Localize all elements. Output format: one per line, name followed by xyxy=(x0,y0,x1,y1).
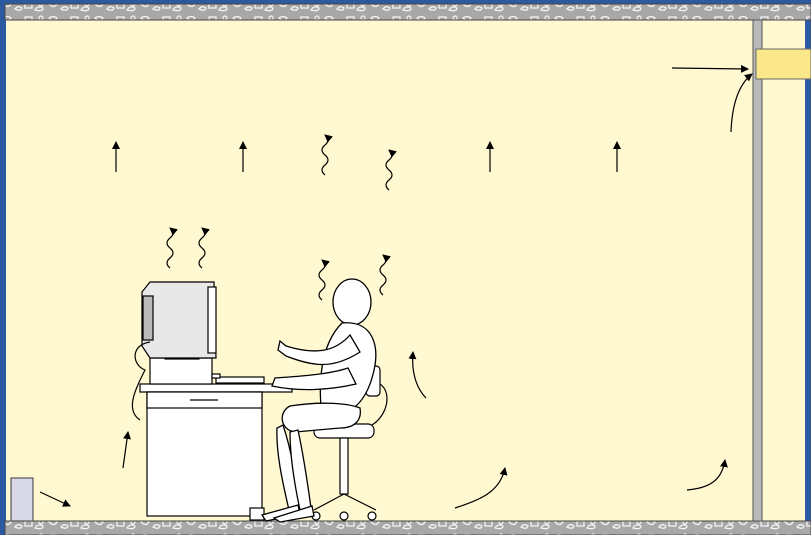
right-arrow-icon xyxy=(671,64,749,73)
chair-caster xyxy=(367,511,377,521)
curved-arrow-icon xyxy=(730,73,753,133)
up-arrow-icon xyxy=(122,431,131,469)
keyboard xyxy=(215,376,265,384)
wavy-heat-arrow-icon xyxy=(166,227,178,269)
monitor-cable xyxy=(131,341,151,421)
chair-caster xyxy=(339,511,349,521)
person-head xyxy=(332,278,372,326)
chair-base xyxy=(313,493,377,511)
partition-wall xyxy=(752,19,763,522)
curved-arrow-icon xyxy=(686,459,728,491)
air-flow-arrows xyxy=(39,64,753,512)
desk xyxy=(139,383,293,521)
wavy-heat-arrow-icon xyxy=(198,227,210,269)
floor-slab xyxy=(4,520,811,535)
room-interior xyxy=(6,20,805,522)
curved-arrow-icon xyxy=(408,351,427,399)
heat-waves xyxy=(166,134,397,301)
chair-post xyxy=(339,437,349,495)
wavy-heat-arrow-icon xyxy=(385,149,397,191)
ceiling-slab xyxy=(4,3,811,21)
floor-radiator xyxy=(10,477,34,522)
wavy-heat-arrow-icon xyxy=(318,259,330,301)
ceiling-air-vent xyxy=(755,48,811,80)
person-arm xyxy=(277,333,361,366)
right-arrow-icon xyxy=(39,491,71,507)
person-foot xyxy=(272,505,315,523)
computer-base-unit xyxy=(149,357,213,385)
wavy-heat-arrow-icon xyxy=(379,254,391,296)
convection-arrows xyxy=(112,141,621,172)
curved-arrow-icon xyxy=(454,467,508,509)
desk-top xyxy=(139,383,293,393)
desk-pedestal xyxy=(146,391,263,517)
desk-foot xyxy=(249,507,265,521)
seated-person xyxy=(260,278,377,523)
monitor-vents xyxy=(142,295,154,341)
person-forearm xyxy=(271,367,357,391)
person-thigh xyxy=(281,402,361,433)
wavy-heat-arrow-icon xyxy=(321,134,333,176)
chair-back-support xyxy=(371,383,388,426)
mouse xyxy=(211,373,221,379)
computer xyxy=(131,281,265,421)
monitor-screen xyxy=(207,286,217,354)
monitor-housing xyxy=(141,281,217,359)
